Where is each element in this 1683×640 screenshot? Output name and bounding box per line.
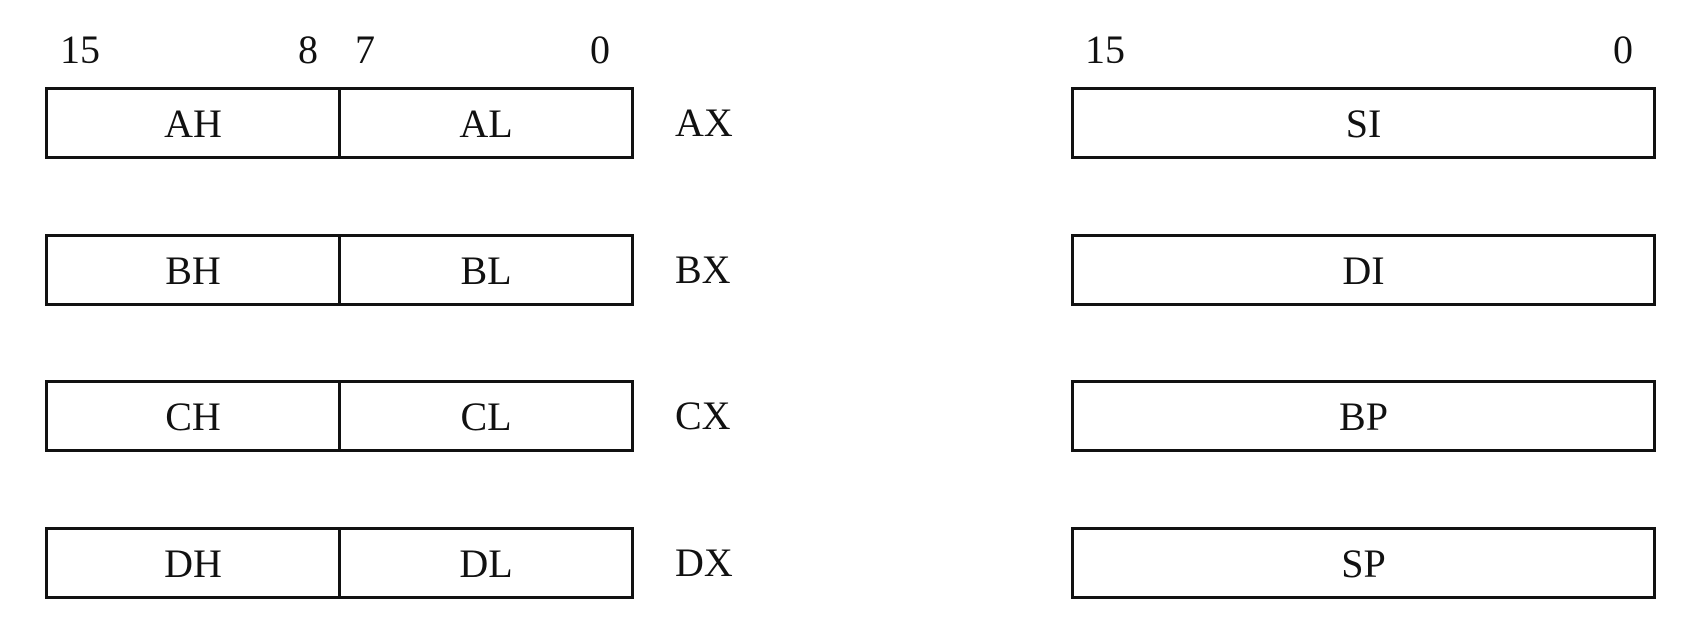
bit-label-15-right: 15 [1085,27,1125,72]
register-bp-box: BP [1071,380,1656,452]
bit-label-0: 0 [590,27,610,72]
register-si: SI [1345,100,1382,146]
register-dx-box: DH DL [45,527,634,599]
register-si-box: SI [1071,87,1656,159]
register-cl: CL [338,383,631,449]
register-ah: AH [164,100,222,146]
bit-label-7: 7 [355,27,375,72]
register-bx-label: BX [675,247,731,292]
register-dl: DL [338,530,631,596]
register-sp: SP [1341,540,1386,586]
register-ax-label: AX [675,100,733,145]
register-sp-box: SP [1071,527,1656,599]
register-dx-label: DX [675,540,733,585]
register-di-box: DI [1071,234,1656,306]
register-ch: CH [165,393,221,439]
bit-label-8: 8 [298,27,318,72]
register-ax-box: AH AL [45,87,634,159]
register-bh: BH [165,247,221,293]
register-bx-box: BH BL [45,234,634,306]
register-bl: BL [338,237,631,303]
register-bp: BP [1339,393,1388,439]
bit-label-0-right: 0 [1613,27,1633,72]
bit-label-15: 15 [60,27,100,72]
register-al: AL [338,90,631,156]
register-dh: DH [164,540,222,586]
register-cx-label: CX [675,393,731,438]
register-di: DI [1342,247,1385,293]
register-cx-box: CH CL [45,380,634,452]
